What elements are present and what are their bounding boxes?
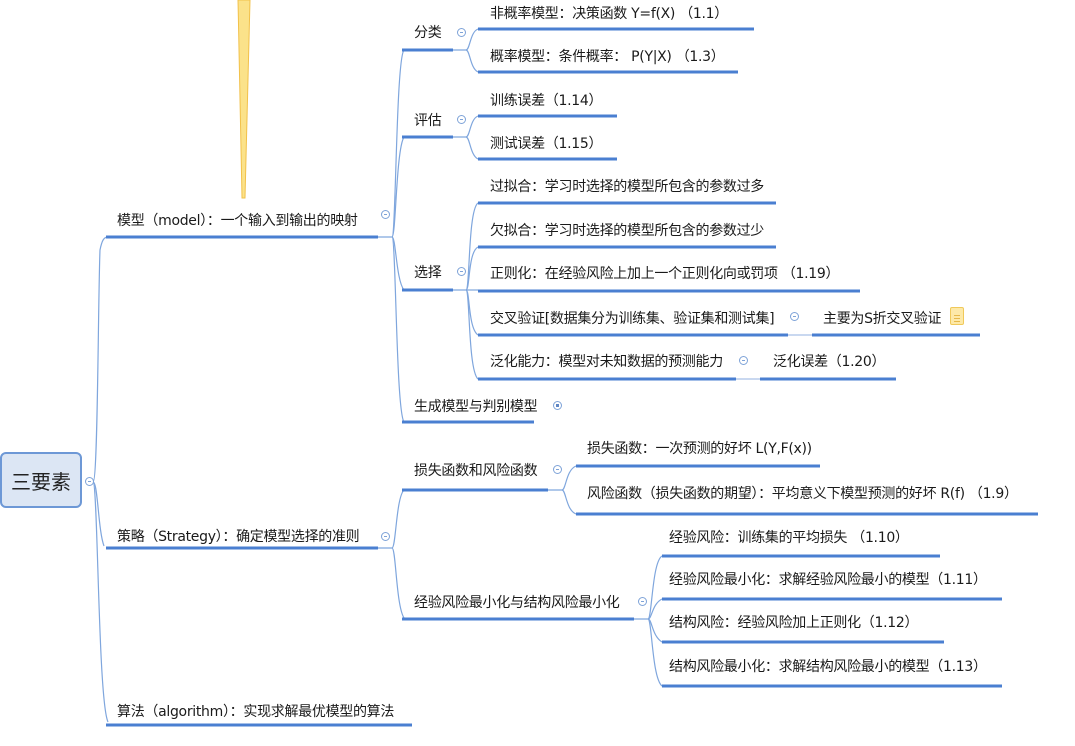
node-model[interactable]: 模型（model）：一个输入到输出的映射 xyxy=(117,212,358,230)
node-algorithm[interactable]: 算法（algorithm）：实现求解最优模型的算法 xyxy=(117,703,394,721)
leaf-node[interactable]: 经验风险：训练集的平均损失 （1.10） xyxy=(669,529,909,547)
node-label: 概率模型：条件概率： P(Y|X) （1.3） xyxy=(490,49,725,65)
node-label: 训练误差（1.14） xyxy=(490,93,603,109)
node-label: 欠拟合：学习时选择的模型所包含的参数过少 xyxy=(490,223,764,239)
leaf-node[interactable]: 欠拟合：学习时选择的模型所包含的参数过少 xyxy=(490,222,764,240)
collapse-icon[interactable] xyxy=(381,532,390,541)
node-label: 交叉验证[数据集分为训练集、验证集和测试集] xyxy=(490,311,775,327)
leaf-node[interactable]: 非概率模型：决策函数 Y=f(X) （1.1） xyxy=(490,5,728,23)
node-label: 算法（algorithm）：实现求解最优模型的算法 xyxy=(117,704,395,720)
node-select[interactable]: 选择 xyxy=(414,264,442,282)
node-label: 非概率模型：决策函数 Y=f(X) （1.1） xyxy=(490,6,728,22)
node-label: 经验风险：训练集的平均损失 （1.10） xyxy=(669,530,909,546)
collapse-icon[interactable] xyxy=(85,477,94,486)
node-evaluate[interactable]: 评估 xyxy=(414,112,442,130)
node-label: 策略（Strategy）：确定模型选择的准则 xyxy=(117,529,360,545)
leaf-node[interactable]: 概率模型：条件概率： P(Y|X) （1.3） xyxy=(490,48,725,66)
node-erm-srm[interactable]: 经验风险最小化与结构风险最小化 xyxy=(414,594,620,612)
node-label: 分类 xyxy=(414,25,442,41)
leaf-node[interactable]: 风险函数（损失函数的期望）：平均意义下模型预测的好坏 R(f) （1.9） xyxy=(587,485,1018,503)
node-classify[interactable]: 分类 xyxy=(414,24,442,42)
collapse-icon[interactable] xyxy=(638,597,647,606)
collapse-icon[interactable] xyxy=(457,267,466,276)
node-label: 结构风险：经验风险加上正则化（1.12） xyxy=(669,615,919,631)
leaf-node[interactable]: 结构风险最小化：求解结构风险最小的模型（1.13） xyxy=(669,658,987,676)
leaf-node[interactable]: 主要为S折交叉验证 xyxy=(823,310,941,328)
root-node[interactable]: 三要素 xyxy=(0,452,82,508)
node-label: 模型（model）：一个输入到输出的映射 xyxy=(117,213,358,229)
collapse-icon[interactable] xyxy=(457,115,466,124)
collapse-icon[interactable] xyxy=(381,210,390,219)
node-label: 过拟合：学习时选择的模型所包含的参数过多 xyxy=(490,179,764,195)
node-label: 经验风险最小化与结构风险最小化 xyxy=(414,595,620,611)
node-label: 损失函数：一次预测的好坏 L(Y,F(x)) xyxy=(587,441,812,457)
collapse-icon[interactable] xyxy=(790,312,799,321)
root-label: 三要素 xyxy=(11,469,71,494)
node-generative-discriminative[interactable]: 生成模型与判别模型 xyxy=(414,398,538,416)
collapse-icon[interactable] xyxy=(739,356,748,365)
node-label: 泛化误差（1.20） xyxy=(773,354,886,370)
node-loss-risk[interactable]: 损失函数和风险函数 xyxy=(414,462,538,480)
leaf-node[interactable]: 过拟合：学习时选择的模型所包含的参数过多 xyxy=(490,178,764,196)
node-label: 风险函数（损失函数的期望）：平均意义下模型预测的好坏 R(f) （1.9） xyxy=(587,486,1018,502)
node-label: 评估 xyxy=(414,113,442,129)
node-label: 泛化能力：模型对未知数据的预测能力 xyxy=(490,354,723,370)
node-label: 结构风险最小化：求解结构风险最小的模型（1.13） xyxy=(669,659,987,675)
leaf-node[interactable]: 正则化：在经验风险上加上一个正则化向或罚项 （1.19） xyxy=(490,265,840,283)
node-generalization[interactable]: 泛化能力：模型对未知数据的预测能力 xyxy=(490,353,723,371)
leaf-node[interactable]: 训练误差（1.14） xyxy=(490,92,602,110)
node-label: 正则化：在经验风险上加上一个正则化向或罚项 （1.19） xyxy=(490,266,840,282)
note-icon[interactable] xyxy=(950,307,964,325)
node-label: 损失函数和风险函数 xyxy=(414,463,538,479)
leaf-node[interactable]: 结构风险：经验风险加上正则化（1.12） xyxy=(669,614,918,632)
node-cross-validation[interactable]: 交叉验证[数据集分为训练集、验证集和测试集] xyxy=(490,310,775,328)
node-label: 生成模型与判别模型 xyxy=(414,399,538,415)
collapse-icon[interactable] xyxy=(457,28,466,37)
leaf-node[interactable]: 损失函数：一次预测的好坏 L(Y,F(x)) xyxy=(587,440,812,458)
leaf-node[interactable]: 测试误差（1.15） xyxy=(490,135,602,153)
node-label: 经验风险最小化：求解经验风险最小的模型（1.11） xyxy=(669,572,987,588)
leaf-node[interactable]: 泛化误差（1.20） xyxy=(773,353,885,371)
expand-icon[interactable] xyxy=(553,401,562,410)
node-label: 选择 xyxy=(414,265,442,281)
node-label: 测试误差（1.15） xyxy=(490,136,603,152)
leaf-node[interactable]: 经验风险最小化：求解经验风险最小的模型（1.11） xyxy=(669,571,987,589)
node-strategy[interactable]: 策略（Strategy）：确定模型选择的准则 xyxy=(117,528,360,546)
collapse-icon[interactable] xyxy=(553,465,562,474)
node-label: 主要为S折交叉验证 xyxy=(823,311,942,327)
